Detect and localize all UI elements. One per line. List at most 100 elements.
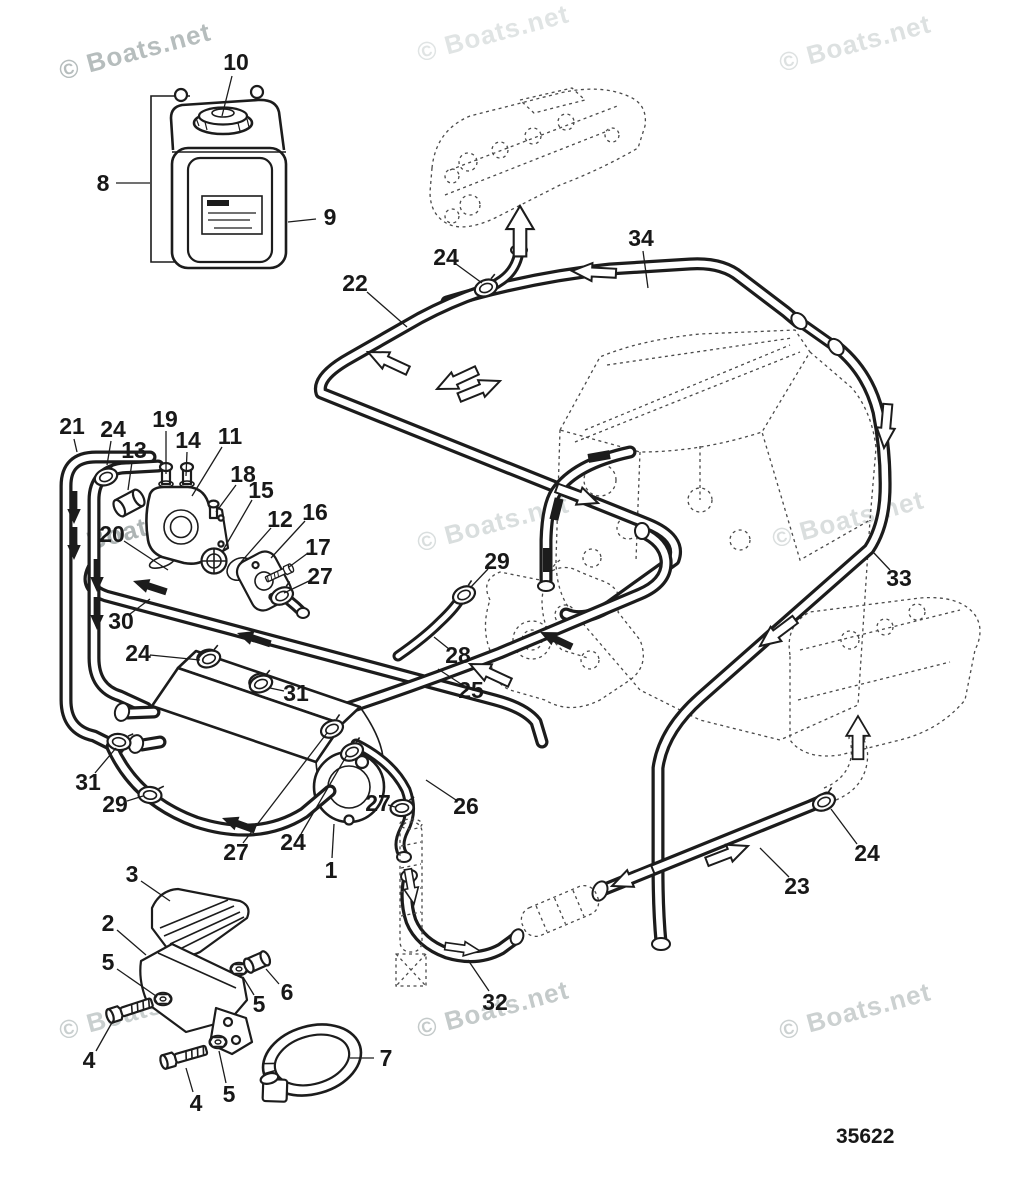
part-number-12: 12 xyxy=(267,506,293,532)
leader-line xyxy=(455,263,483,284)
exhaust-manifold-ghost-right xyxy=(788,596,981,757)
leader-line xyxy=(94,747,117,774)
part-number-24: 24 xyxy=(854,840,880,866)
leader-line xyxy=(283,580,310,594)
part-number-31: 31 xyxy=(75,769,101,795)
leader-line xyxy=(873,552,891,571)
leader-line xyxy=(331,823,335,859)
leader-line xyxy=(116,968,157,997)
bracket-hardware xyxy=(103,887,363,1103)
leader-line xyxy=(73,438,78,453)
part-number-5: 5 xyxy=(102,949,115,975)
leader-line xyxy=(242,976,255,996)
plug-6 xyxy=(242,950,272,974)
leader-line xyxy=(123,540,169,571)
fitting-ghost-coupler xyxy=(520,884,600,938)
leader-line xyxy=(95,1018,115,1052)
fitting-13 xyxy=(112,488,146,518)
leader-line xyxy=(221,75,233,117)
watermark-text: © Boats.net xyxy=(769,484,927,553)
clamp-7 xyxy=(259,1023,363,1103)
leader-line xyxy=(387,804,396,808)
watermark-text: © Boats.net xyxy=(414,0,572,68)
sensor-18 xyxy=(207,499,220,520)
watermark-text: © Boats.net xyxy=(776,8,934,77)
watermark-text: © Boats.net xyxy=(56,16,214,85)
leader-line xyxy=(437,668,462,685)
part-number-29: 29 xyxy=(102,791,128,817)
part-number-17: 17 xyxy=(305,534,331,560)
part-number-4: 4 xyxy=(190,1090,203,1116)
leader-line xyxy=(469,568,489,589)
leader-line xyxy=(288,552,309,568)
part-number-22: 22 xyxy=(342,270,368,296)
reservoir-label xyxy=(201,195,263,235)
leader-line xyxy=(149,654,201,661)
part-number-23: 23 xyxy=(784,873,810,899)
leader-line xyxy=(116,929,147,956)
part-number-5: 5 xyxy=(253,991,266,1017)
engine-ghost xyxy=(541,329,877,741)
part-number-5: 5 xyxy=(223,1081,236,1107)
exhaust-manifold-ghost-top xyxy=(429,87,647,228)
part-number-27: 27 xyxy=(365,790,391,816)
leader-line xyxy=(467,959,490,992)
part-number-25: 25 xyxy=(458,677,484,703)
part-number-4: 4 xyxy=(83,1047,96,1073)
flow-arrows xyxy=(67,204,898,959)
leader-line xyxy=(270,520,306,559)
coolant-reservoir xyxy=(150,84,288,270)
hose-33 xyxy=(651,347,885,951)
hose-stub-27 xyxy=(272,588,310,619)
part-number-1: 1 xyxy=(325,857,338,883)
part-number-2: 2 xyxy=(102,910,115,936)
part-number-7: 7 xyxy=(380,1045,393,1071)
leader-line xyxy=(830,808,858,845)
fitting-ghost-vertical xyxy=(395,818,427,987)
part-number-24: 24 xyxy=(100,416,126,442)
part-number-27: 27 xyxy=(307,563,333,589)
nut-5 xyxy=(208,1034,228,1050)
part-number-29: 29 xyxy=(484,548,510,574)
leader-line xyxy=(759,847,790,878)
leader-line xyxy=(240,527,272,563)
part-number-21: 21 xyxy=(59,413,85,439)
part-number-3: 3 xyxy=(126,861,139,887)
part-number-32: 32 xyxy=(482,989,508,1015)
bracket-8 xyxy=(150,95,190,263)
drawing-number: 35622 xyxy=(836,1125,894,1148)
part-number-24: 24 xyxy=(433,244,459,270)
part-number-13: 13 xyxy=(121,437,147,463)
part-number-30: 30 xyxy=(108,608,134,634)
leader-line xyxy=(127,461,133,491)
leader-line xyxy=(366,291,408,328)
part-number-28: 28 xyxy=(445,642,471,668)
part-number-10: 10 xyxy=(223,49,249,75)
leader-line xyxy=(221,499,253,553)
leader-line xyxy=(185,1067,194,1093)
part-number-15: 15 xyxy=(248,477,274,503)
leader-line xyxy=(126,795,144,802)
bracket-3 xyxy=(150,887,250,958)
leader-line xyxy=(287,218,317,223)
part-number-16: 16 xyxy=(302,499,328,525)
part-number-14: 14 xyxy=(175,427,201,453)
leader-line xyxy=(425,779,457,801)
part-number-27: 27 xyxy=(223,839,249,865)
part-number-24: 24 xyxy=(125,640,151,666)
leader-line xyxy=(140,880,171,902)
part-number-18: 18 xyxy=(230,461,256,487)
part-number-11: 11 xyxy=(218,423,243,449)
part-number-6: 6 xyxy=(281,979,294,1005)
bolt-4 xyxy=(157,1042,210,1071)
bolt-14 xyxy=(179,461,195,488)
leader-line xyxy=(191,446,223,497)
filler-cap xyxy=(192,106,254,136)
hose-34 xyxy=(447,264,798,322)
part-number-33: 33 xyxy=(886,565,912,591)
hose-coupler xyxy=(790,311,845,357)
part-number-19: 19 xyxy=(152,406,178,432)
